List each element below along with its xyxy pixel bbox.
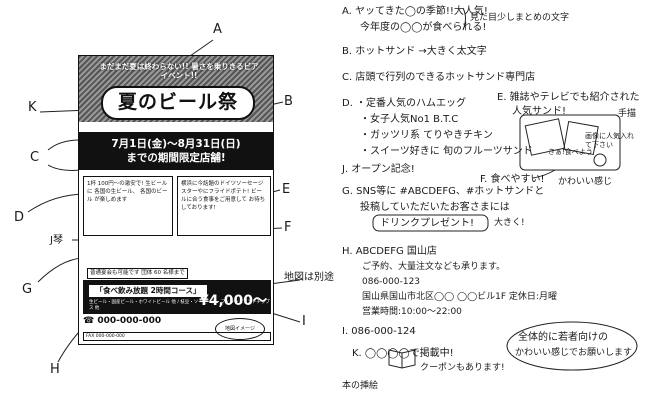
flyer-footer: ☎ 000-000-000 [83,316,271,327]
note-g-line1: G. SNS等に #ABCDEFG、#ホットサンドと [342,186,545,197]
bracket-a [462,7,466,31]
flyer-beer-box: 1杯 100円〜の激安で! 生ビールに 各国の生ビール、 各国のビール が楽しめ… [83,176,173,236]
note-e-sub: 人気サンド! [512,106,567,117]
note-g-badge: ドリンクプレゼント! [380,218,475,229]
note-d-head: D. ・定番人気のハムエッグ [342,98,467,109]
note-f: F. 食べやすい! [480,174,545,185]
label-f: F [284,220,292,235]
note-j: J. オープン記念! [342,164,415,175]
note-k-caption: 本の挿絵 [342,381,379,391]
note-h-line2: ご予約、大量注文なども承ります。 [362,262,506,272]
sketch-e [519,114,621,171]
note-a-line2: 今年度の◯◯が食べられる! [360,22,487,33]
note-k-line2: クーポンもあります! [420,363,505,373]
note-overall-line1: 全体的に若者向けの [518,332,608,343]
note-d-1: ・女子人気No1 B.T.C [360,114,459,125]
note-e-tag3: 画像に人気入れて下さい [585,132,634,149]
map-note: 地図は別途 [284,272,334,283]
note-overall-line2: かわいい感じでお願いします [515,348,633,358]
note-c: C. 店頭で行列のできるホットサンド専門店 [342,72,536,83]
note-a-side: 見た目少しまとめの文字 [470,13,570,23]
note-d-2: ・ガッツリ系 てりやきチキン [360,130,493,141]
flyer-course-price: ¥4,000〜 [198,293,267,309]
flyer-catchcopy: まだまだ夏は終わらない!! 暑さを乗りきるビアイベント!! [99,62,259,80]
flyer-dates: 7月1日(金)〜8月31日(日) までの期間限定店舗! [79,132,273,170]
flyer-phone: ☎ 000-000-000 [83,316,162,326]
note-h-line1: H. ABCDEFG 国山店 [342,246,437,257]
flyer-course-tag: 普通宴会も可能です 団体 60 名様まで [87,268,188,279]
note-e-tag2: さぁ!食べよう [548,148,593,156]
flyer-dates-line1: 7月1日(金)〜8月31日(日) [111,138,241,150]
arrow-f [532,169,556,179]
note-i: I. 086-000-124 [342,326,416,337]
flyer-dates-line2: までの期間限定店舗! [126,152,226,164]
label-k: K [28,100,37,115]
note-b: B. ホットサンド →大きく太文字 [342,46,487,57]
label-e: E [282,182,291,197]
label-i: I [302,314,306,329]
flyer-map-placeholder: 地図イメージ [215,318,265,340]
note-d-3: ・スイーツ好きに 旬のフルーツサンド [360,146,533,157]
flyer-fax-bar: FAX 000-000-000 [83,332,271,341]
label-c: C [30,150,40,165]
note-h-line4: 国山県国山市北区◯◯ ◯◯ビル1F 定休日:月曜 [362,292,557,302]
label-g: G [22,282,33,297]
note-h-line5: 営業時間:10:00〜22:00 [362,307,462,317]
g-badge-outline [372,214,489,232]
flyer-food-box: 横浜に今話題のドイツソーセージ スターやにフライドポテト! ビールに合う食事をご… [177,176,271,236]
note-e-head: E. 雑誌やテレビでも紹介された [497,92,640,103]
note-e-tag1: 手描 [618,109,637,119]
flyer-course-banner: 普通宴会も可能です 団体 60 名様まで 「食べ飲み放題 2時間コース」 生ビー… [83,268,271,314]
line-c [47,139,81,171]
flyer-course-items: 生ビール・国産ビール・ホワイトビール 他 / 枝豆・ソーセージ・フィッシュアンド… [89,300,270,311]
note-g-line2: 投稿していただいたお客さまには [360,202,510,213]
note-f-side: かわいい感じ [558,177,613,187]
note-k-line1: K. ◯◯◯◯で掲載中! [352,348,454,359]
overall-bubble [506,321,638,371]
label-a: A [213,22,222,37]
label-j: J琴 [50,235,63,246]
note-g-side: 大きく! [494,218,525,228]
label-d: D [14,210,25,225]
label-h: H [50,362,60,377]
flyer-sketch: まだまだ夏は終わらない!! 暑さを乗りきるビアイベント!! 夏のビール祭 7月1… [78,55,274,345]
book-icon [388,349,416,369]
note-h-line3: 086-000-123 [362,277,421,287]
flyer-course-name: 「食べ飲み放題 2時間コース」 [89,285,207,297]
flyer-title: 夏のビール祭 [101,86,255,120]
note-a-line1: A. ヤッてきた◯の季節!!大人気! [342,6,488,17]
line-g [37,257,83,283]
label-b: B [284,94,293,109]
